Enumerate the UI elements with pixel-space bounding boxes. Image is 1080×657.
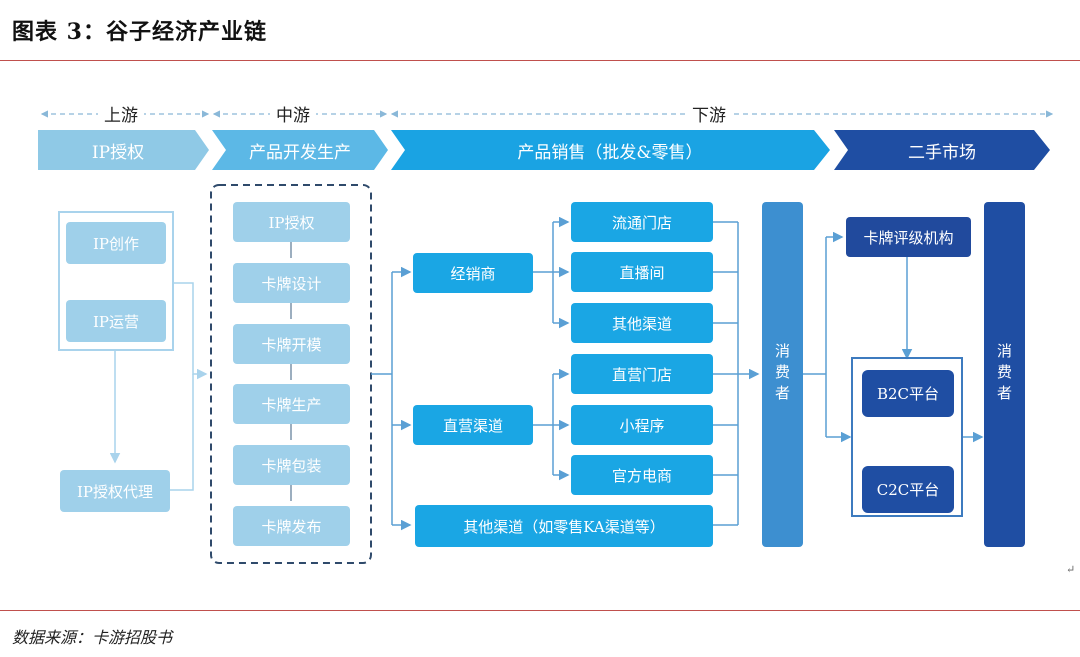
c2c-platform-box: C2C平台: [862, 466, 954, 513]
consumer-box: 消费者: [762, 202, 803, 547]
mid-step-box: 卡牌开模: [233, 324, 350, 364]
source-note: 数据来源：卡游招股书: [12, 628, 173, 647]
dist-child-box: 流通门店: [571, 202, 713, 242]
mid-step-box: 卡牌生产: [233, 384, 350, 424]
b2c-platform-box: B2C平台: [862, 370, 954, 417]
top-divider: [0, 60, 1080, 61]
second-hand-consumer-label: 消费者: [995, 343, 1013, 406]
dist-child-box: 直播间: [571, 252, 713, 292]
distributor-box: 经销商: [413, 253, 533, 293]
figure-title: 图表 3：谷子经济产业链: [12, 19, 267, 45]
stage-downstream: 下游: [686, 101, 732, 126]
chevron-sales-label: 产品销售（批发&零售）: [517, 142, 703, 163]
bottom-divider: [0, 610, 1080, 611]
second-hand-consumer-box: 消费者: [984, 202, 1025, 547]
chevron-ip-label: IP授权: [91, 142, 145, 163]
dist-child-box: 其他渠道: [571, 303, 713, 343]
chevron-second-hand-label: 二手市场: [908, 142, 976, 163]
direct-child-box: 直营门店: [571, 354, 713, 394]
direct-child-box: 小程序: [571, 405, 713, 445]
direct-channel-box: 直营渠道: [413, 405, 533, 445]
chevron-second-hand: [834, 130, 1050, 170]
mid-step-box: IP授权: [233, 202, 350, 242]
paragraph-mark-icon: ↵: [1066, 563, 1076, 576]
stage-upstream: 上游: [98, 101, 144, 126]
chevron-product-label: 产品开发生产: [249, 142, 351, 163]
grading-agency-box: 卡牌评级机构: [846, 217, 971, 257]
mid-step-box: 卡牌发布: [233, 506, 350, 546]
stage-midstream: 中游: [270, 101, 316, 126]
chevron-sales: [391, 130, 830, 170]
chevron-ip: [38, 130, 209, 170]
consumer-label: 消费者: [773, 343, 791, 406]
ip-operate-box: IP运营: [66, 300, 166, 342]
mid-step-box: 卡牌包装: [233, 445, 350, 485]
ip-create-box: IP创作: [66, 222, 166, 264]
other-channel-wide-box: 其他渠道（如零售KA渠道等）: [415, 505, 713, 547]
ip-agent-box: IP授权代理: [60, 470, 170, 512]
direct-child-box: 官方电商: [571, 455, 713, 495]
chevron-product: [212, 130, 388, 170]
mid-step-box: 卡牌设计: [233, 263, 350, 303]
